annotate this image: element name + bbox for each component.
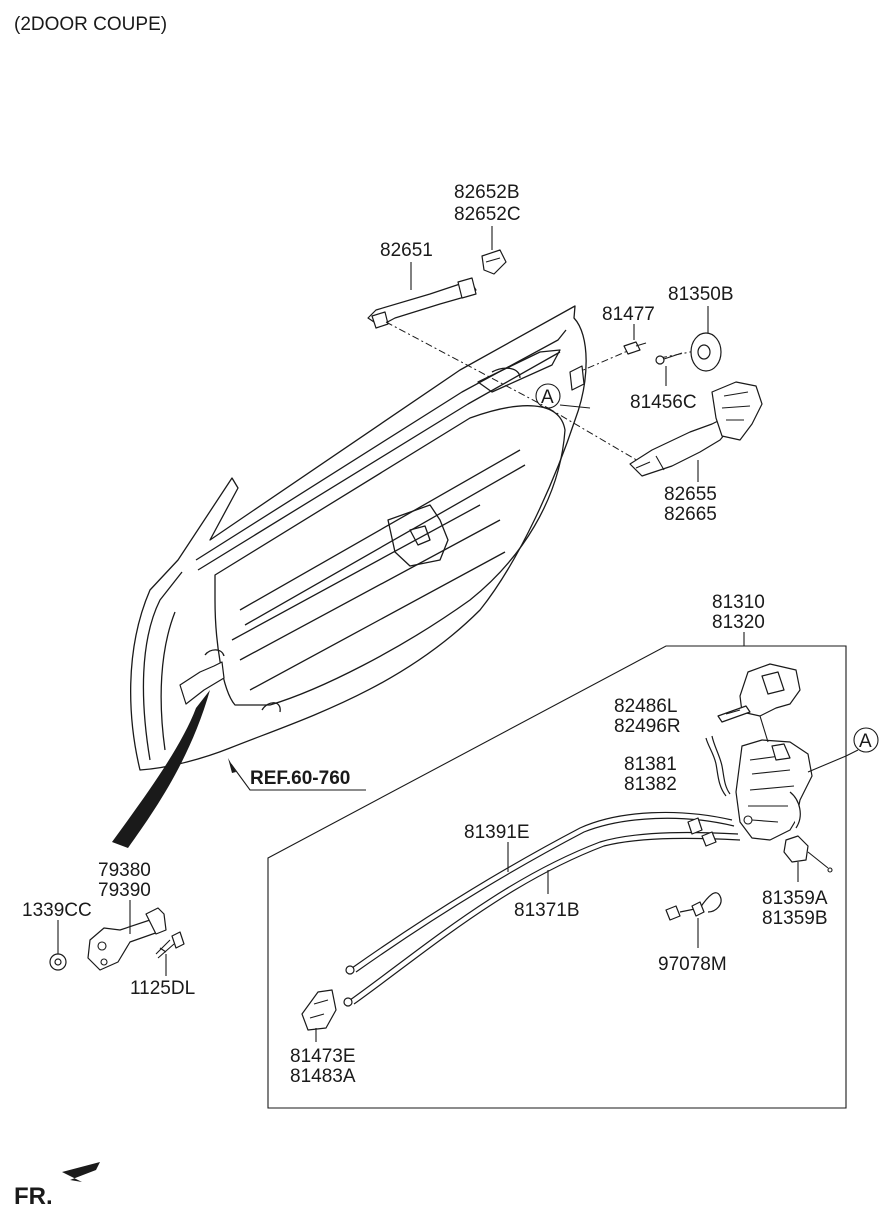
label-81382: 81382	[624, 774, 677, 795]
latch-assembly-box: 81310 81320	[267, 592, 847, 1109]
label-82665: 82665	[664, 504, 717, 525]
actuator-81359A: 81359A 81359B	[762, 835, 833, 929]
label-97078M: 97078M	[658, 954, 727, 975]
reference-block: REF.60-760	[228, 758, 366, 791]
label-1125DL: 1125DL	[130, 978, 195, 999]
cables-81391E-81371B: 81391E 81371B	[343, 811, 741, 1007]
variant-title: (2DOOR COUPE)	[14, 14, 167, 35]
label-82496R: 82496R	[614, 716, 681, 737]
label-81310: 81310	[712, 592, 765, 613]
wire-97078M: 97078M	[658, 892, 727, 975]
label-82486L: 82486L	[614, 696, 677, 717]
callout-letter-2: A	[859, 731, 872, 752]
callout-letter: A	[541, 387, 554, 408]
label-81350B: 81350B	[668, 284, 734, 305]
bolt-81477: 81477	[602, 304, 655, 355]
label-81473E: 81473E	[290, 1046, 356, 1067]
handle-frame-82655: 82655 82665	[629, 381, 763, 525]
label-82651: 82651	[380, 240, 433, 261]
label-81359A: 81359A	[762, 888, 828, 909]
bolt-1125DL: 1125DL	[130, 931, 195, 999]
cylinder-81350B: 81350B	[668, 284, 734, 372]
label-81371B: 81371B	[514, 900, 580, 921]
label-82652C: 82652C	[454, 204, 521, 225]
screw-81456C: 81456C	[630, 352, 697, 413]
label-82652B: 82652B	[454, 182, 520, 203]
front-direction-indicator: FR.	[14, 1162, 100, 1210]
label-81381: 81381	[624, 754, 677, 775]
label-81456C: 81456C	[630, 392, 697, 413]
outside-handle-82651: 82651	[367, 240, 477, 329]
label-1339CC: 1339CC	[22, 900, 92, 921]
direction-label: FR.	[14, 1183, 53, 1210]
label-81483A: 81483A	[290, 1066, 356, 1087]
nut-1339CC: 1339CC	[22, 900, 92, 971]
rod-81381: 81381 81382	[624, 735, 731, 797]
label-82655: 82655	[664, 484, 717, 505]
label-81477: 81477	[602, 304, 655, 325]
label-81391E: 81391E	[464, 822, 530, 843]
label-81320: 81320	[712, 612, 765, 633]
reference-label: REF.60-760	[250, 768, 350, 789]
inside-handle-81473E: 81473E 81483A	[290, 989, 356, 1087]
rod-82486L: 82486L 82496R	[614, 696, 751, 737]
label-79390: 79390	[98, 880, 151, 901]
handle-cover-82652: 82652B 82652C	[454, 182, 521, 275]
callout-a-door: A	[535, 365, 591, 409]
door-latch-81310	[735, 663, 847, 841]
arrow-icon	[62, 1162, 100, 1182]
callout-a-latch: A	[845, 727, 879, 757]
door-panel	[112, 305, 587, 848]
label-81359B: 81359B	[762, 908, 828, 929]
label-79380: 79380	[98, 860, 151, 881]
door-checker-79380: 79380 79390	[87, 860, 167, 971]
